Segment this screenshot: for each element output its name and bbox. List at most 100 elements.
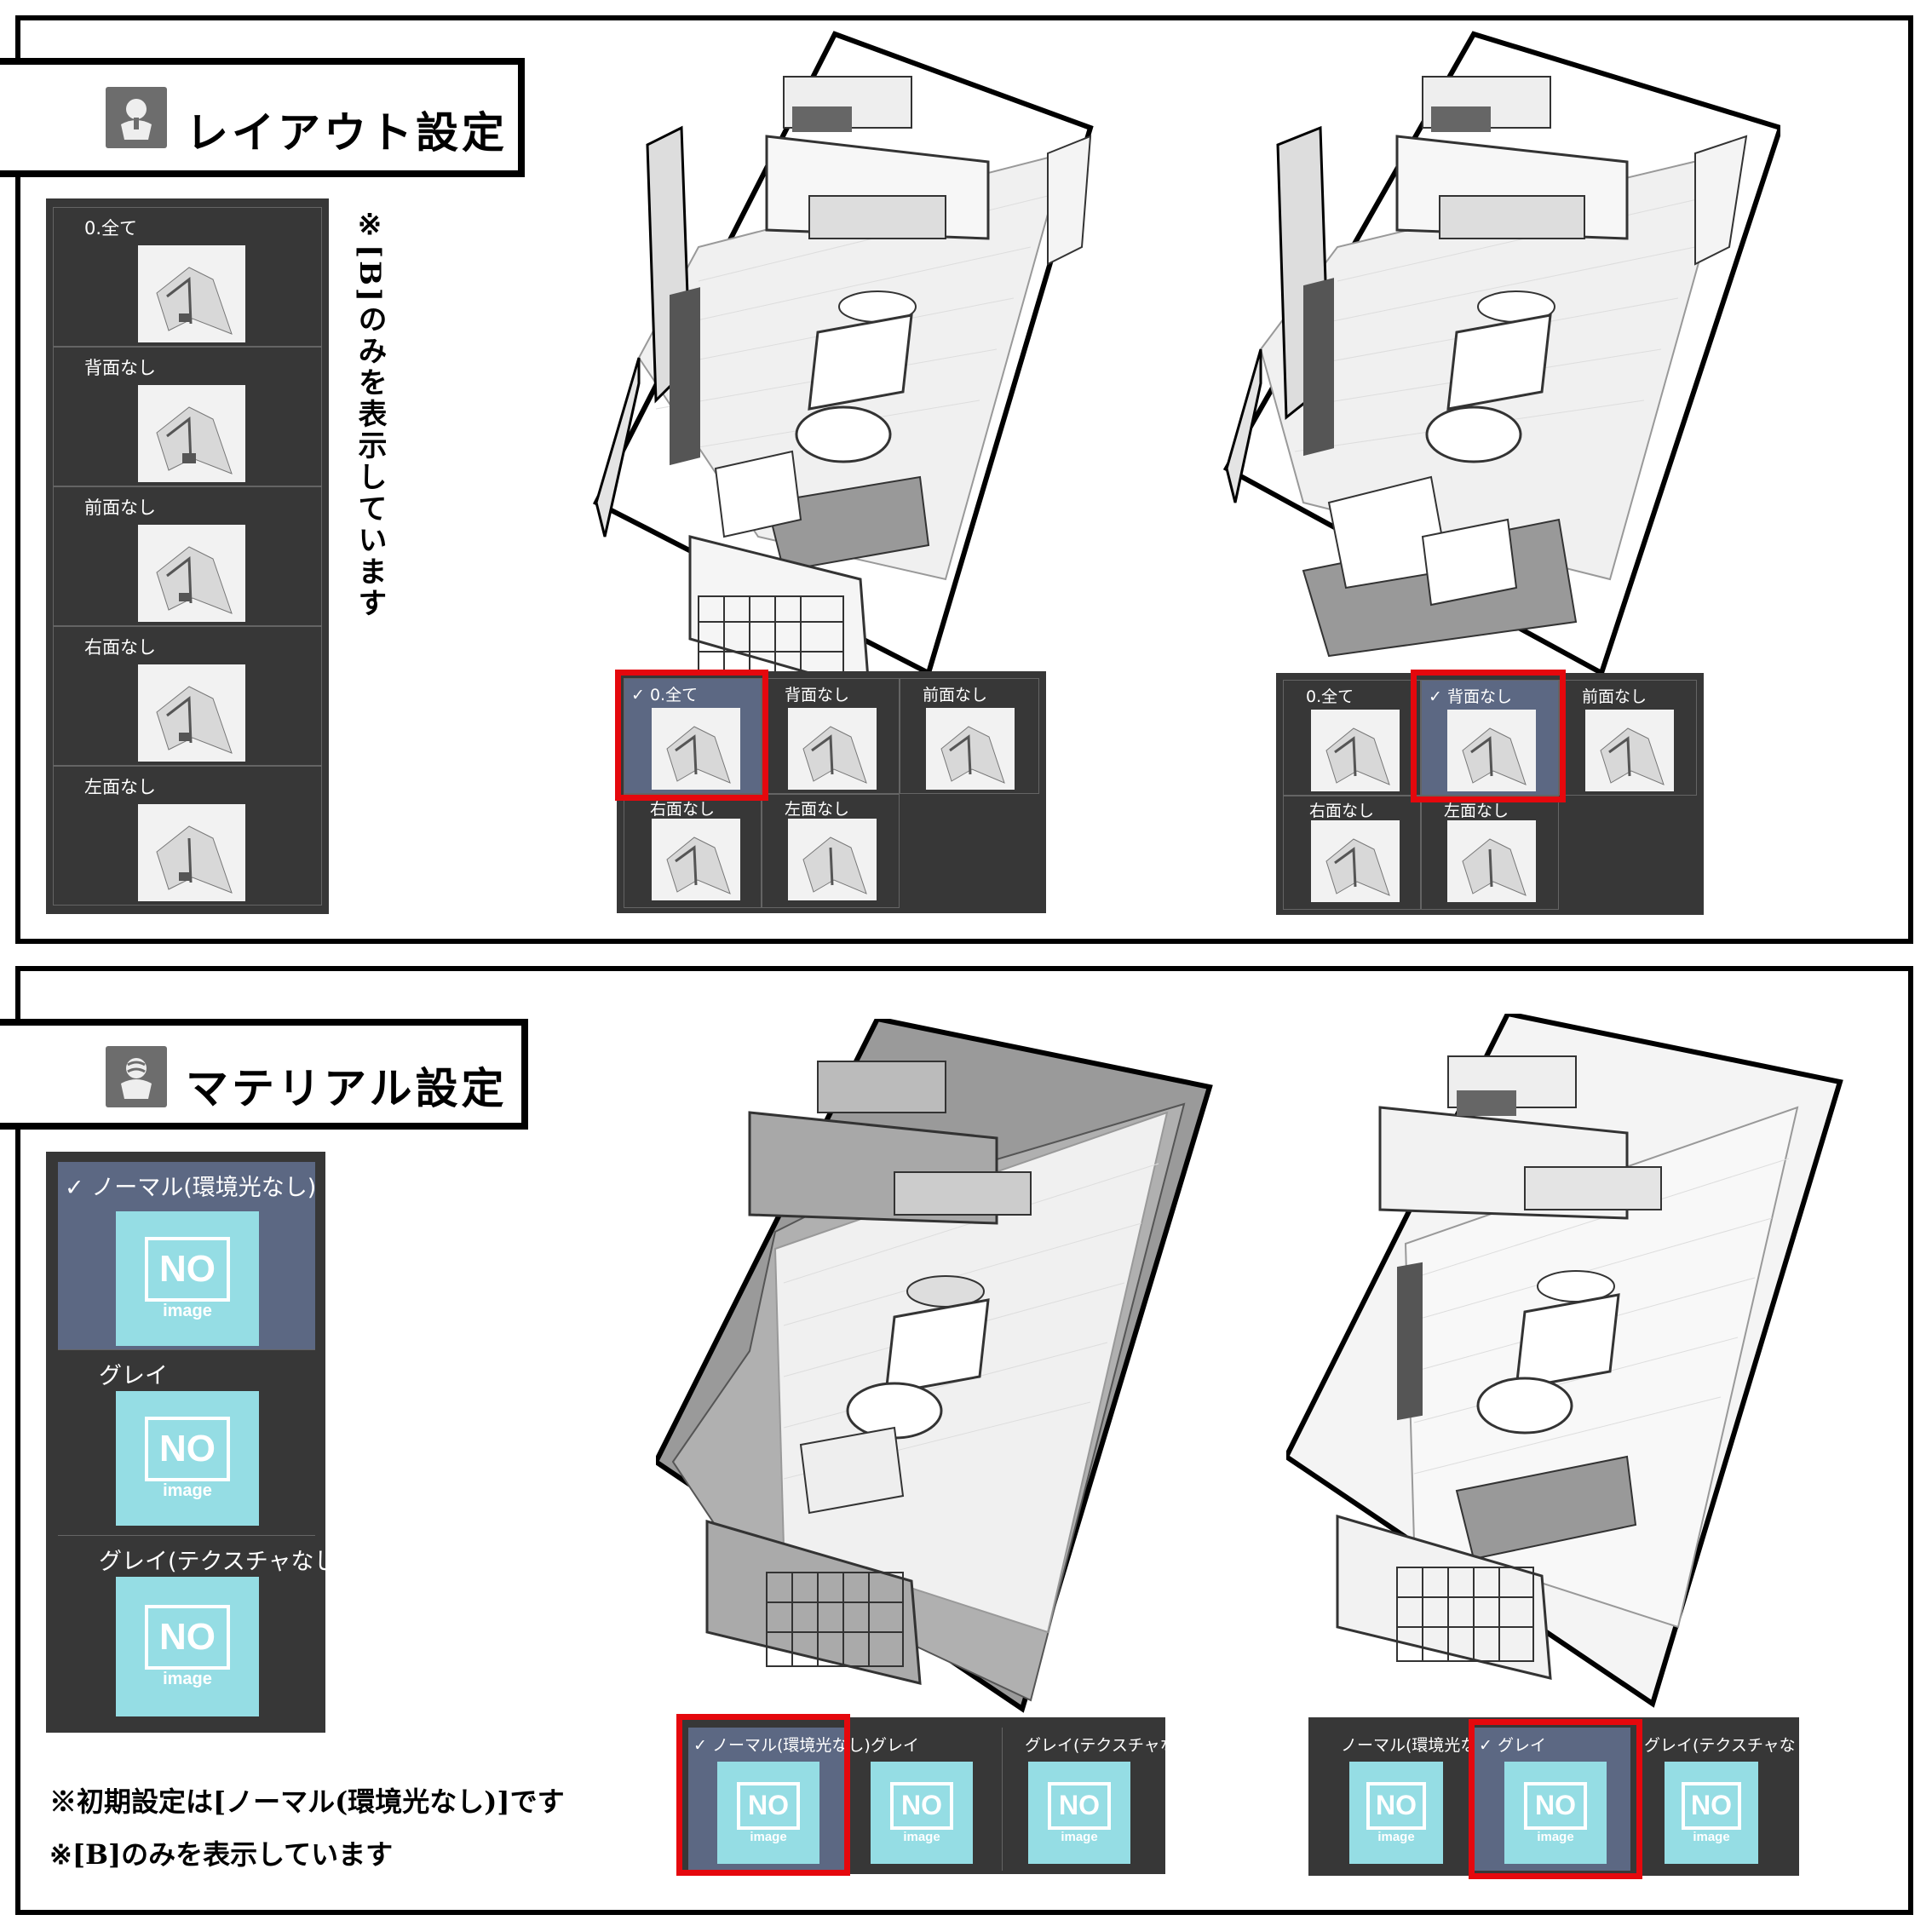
room-thumbnail [1311, 710, 1400, 791]
no-image-thumbnail: NO image [1665, 1762, 1758, 1864]
no-image-logo: NO [145, 1604, 230, 1670]
room-thumbnail [1447, 710, 1536, 791]
material-example-label: ✓ グレイ [1479, 1736, 1546, 1755]
room-thumbnail [138, 385, 245, 482]
room-thumbnail [788, 819, 877, 900]
layout-example-label: 左面なし [1444, 802, 1509, 820]
no-image-caption: image [163, 1669, 212, 1688]
material-preset-label: グレイ(テクスチャなし) [99, 1549, 346, 1575]
no-image-logo: NO [1682, 1781, 1741, 1830]
layout-example-panel-right: 0.全て ✓ 背面なし 前面なし 右面なし 左面なし [1276, 673, 1704, 915]
room-thumbnail [138, 525, 245, 622]
layout-preset-label: 前面なし [84, 497, 156, 518]
material-preset-label: ✓ ノーマル(環境光なし) [65, 1175, 317, 1201]
material-section-title: マテリアル設定 [186, 1063, 508, 1113]
room-thumbnail [1311, 820, 1400, 902]
layout-preset-item[interactable]: 左面なし [53, 766, 322, 906]
material-person-icon [106, 1046, 167, 1107]
no-image-logo: NO [145, 1416, 230, 1481]
room-render-normal [653, 1015, 1218, 1717]
material-example-cell[interactable]: グレイ NO image [845, 1728, 1002, 1871]
material-preset-item[interactable]: グレイ(テクスチャなし) NO image [58, 1535, 346, 1724]
layout-example-label: ✓ 0.全て [631, 686, 699, 704]
layout-example-label: 前面なし [1582, 687, 1647, 706]
layout-preset-label: 右面なし [84, 637, 156, 658]
layout-preset-item[interactable]: 前面なし [53, 486, 322, 626]
no-image-thumbnail: NO image [1504, 1762, 1607, 1864]
material-example-cell[interactable]: グレイ(テクスチャなし) NO image [1002, 1728, 1199, 1871]
room-thumbnail [652, 819, 740, 900]
no-image-caption: image [1537, 1829, 1574, 1844]
layout-example-label: 背面なし [785, 686, 850, 704]
no-image-caption: image [163, 1301, 212, 1320]
material-example-cell[interactable]: ノーマル(環境光なし) NO image [1319, 1728, 1499, 1871]
layout-example-label: ✓ 背面なし [1429, 687, 1512, 706]
layout-example-label: 0.全て [1306, 687, 1354, 706]
no-image-logo: NO [1366, 1781, 1426, 1830]
checkmark-icon: ✓ [65, 1175, 84, 1201]
layout-example-cell-selected[interactable]: ✓ 0.全て [624, 678, 762, 794]
material-note-b-only: ※[B]のみを表示しています [49, 1838, 394, 1871]
material-example-label: グレイ(テクスチャなし) [1025, 1736, 1199, 1755]
layout-preset-label: 背面なし [84, 358, 156, 378]
material-example-label: グレイ [871, 1736, 920, 1755]
layout-note-vertical: ※[B]のみを表示しています [353, 208, 387, 619]
material-example-label: ✓ ノーマル(環境光なし) [693, 1736, 871, 1755]
room-render-no-back [1218, 26, 1784, 677]
no-image-logo: NO [145, 1236, 230, 1302]
checkmark-icon: ✓ [631, 686, 645, 704]
material-example-cell-selected[interactable]: ✓ ノーマル(環境光なし) NO image [688, 1728, 871, 1871]
no-image-caption: image [1693, 1829, 1730, 1844]
layout-preset-label: 0.全て [84, 218, 138, 239]
selection-highlight [676, 1714, 850, 1876]
layout-preset-panel: 0.全て 背面なし 前面なし 右面なし 左面なし [46, 198, 329, 914]
room-thumbnail [1447, 820, 1536, 902]
material-preset-panel: ✓ ノーマル(環境光なし) NO image グレイ NO image グレイ(… [46, 1152, 346, 1733]
layout-example-cell[interactable]: 前面なし [900, 678, 1039, 794]
no-image-logo: NO [890, 1781, 953, 1830]
room-render-all [588, 26, 1099, 693]
no-image-thumbnail: NO image [717, 1762, 819, 1864]
layout-example-label: 前面なし [923, 686, 988, 704]
room-thumbnail [788, 708, 877, 790]
layout-example-cell[interactable]: 前面なし [1559, 680, 1697, 796]
layout-example-label: 右面なし [1309, 802, 1375, 820]
layout-example-cell[interactable]: 背面なし [762, 678, 900, 794]
no-image-thumbnail: NO image [116, 1577, 259, 1716]
room-thumbnail [926, 708, 1015, 790]
material-note-default: ※初期設定は[ノーマル(環境光なし)]です [49, 1785, 565, 1818]
layout-example-panel-left: ✓ 0.全て 背面なし 前面なし 右面なし 左面なし [617, 671, 1046, 913]
material-example-panel-right: ノーマル(環境光なし) NO image ✓ グレイ NO image グレイ(… [1308, 1717, 1818, 1876]
layout-section-header: レイアウト設定 [0, 58, 525, 177]
layout-example-cell-selected[interactable]: ✓ 背面なし [1421, 680, 1559, 796]
checkmark-icon: ✓ [1429, 687, 1442, 706]
no-image-caption: image [903, 1829, 940, 1844]
material-example-cell-selected[interactable]: ✓ グレイ NO image [1474, 1728, 1630, 1871]
layout-preset-item[interactable]: 右面なし [53, 626, 322, 766]
layout-person-icon [106, 87, 167, 148]
layout-preset-label: 左面なし [84, 777, 156, 797]
material-section-header: マテリアル設定 [0, 1019, 528, 1130]
no-image-thumbnail: NO image [1028, 1762, 1130, 1864]
no-image-thumbnail: NO image [116, 1211, 259, 1346]
room-thumbnail [652, 708, 740, 790]
no-image-logo: NO [737, 1781, 800, 1830]
layout-example-cell[interactable]: 左面なし [762, 794, 900, 908]
material-preset-item[interactable]: グレイ NO image [58, 1349, 315, 1535]
no-image-caption: image [750, 1829, 787, 1844]
layout-preset-item[interactable]: 背面なし [53, 347, 322, 486]
layout-preset-item[interactable]: 0.全て [53, 207, 322, 347]
room-thumbnail [138, 664, 245, 762]
layout-example-cell[interactable]: 0.全て [1283, 680, 1421, 796]
no-image-caption: image [1377, 1829, 1415, 1844]
layout-example-cell[interactable]: 右面なし [624, 794, 762, 908]
no-image-thumbnail: NO image [116, 1391, 259, 1526]
material-example-cell[interactable]: グレイ(テクスチャなし) NO image [1630, 1728, 1818, 1871]
layout-example-label: 右面なし [650, 800, 716, 819]
layout-example-cell[interactable]: 右面なし [1283, 796, 1421, 910]
material-preset-item-selected[interactable]: ✓ ノーマル(環境光なし) NO image [58, 1162, 317, 1349]
layout-example-cell[interactable]: 左面なし [1421, 796, 1559, 910]
no-image-caption: image [1061, 1829, 1098, 1844]
no-image-thumbnail: NO image [1349, 1762, 1443, 1864]
no-image-thumbnail: NO image [871, 1762, 973, 1864]
